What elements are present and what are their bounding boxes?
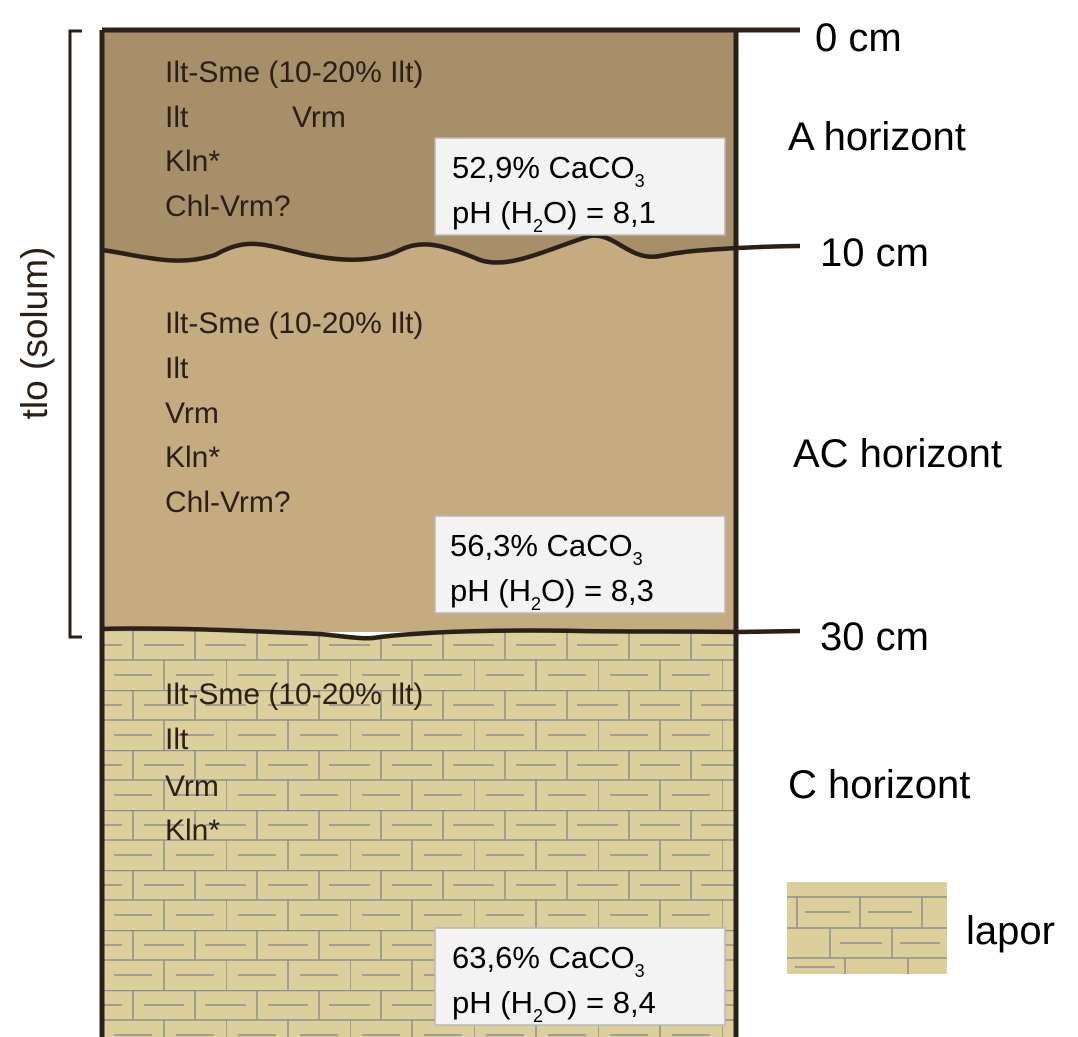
- boundary-30cm: [101, 626, 801, 641]
- mineral-c-1: Ilt-Sme (10-20% Ilt): [165, 678, 423, 711]
- caco3-a: 52,9% CaCO: [452, 150, 635, 185]
- chem-box-c: 63,6% CaCO3 pH (H2O) = 8,4: [434, 927, 726, 1026]
- ph-a-value: O) = 8,1: [543, 195, 656, 230]
- ph-ac-prefix: pH (H: [450, 573, 531, 608]
- mineral-ac-5: Chl-Vrm?: [165, 486, 291, 519]
- boundary-10cm: [101, 233, 801, 265]
- svg-text:63,6% CaCO3: 63,6% CaCO3: [452, 940, 645, 981]
- mineral-a-5: Chl-Vrm?: [165, 190, 291, 223]
- mineral-ac-2: Ilt: [165, 352, 189, 385]
- chem-box-ac: 56,3% CaCO3 pH (H2O) = 8,3: [434, 515, 726, 614]
- horizon-name-c: C horizont: [788, 763, 970, 807]
- ph-a-prefix: pH (H: [452, 195, 533, 230]
- subscript-3-a: 3: [635, 171, 645, 191]
- legend-label: lapor: [966, 909, 1055, 953]
- subscript-2-a: 2: [533, 216, 543, 236]
- subscript-3-c: 3: [635, 961, 645, 981]
- horizon-name-ac: AC horizont: [793, 432, 1002, 476]
- mineral-a-1: Ilt-Sme (10-20% Ilt): [165, 56, 423, 89]
- mineral-a-4: Kln*: [165, 145, 220, 178]
- mineral-ac-3: Vrm: [165, 397, 219, 430]
- mineral-c-3: Vrm: [165, 770, 219, 803]
- subscript-2-c: 2: [533, 1006, 543, 1026]
- svg-text:56,3% CaCO3: 56,3% CaCO3: [450, 528, 643, 569]
- svg-text:52,9% CaCO3: 52,9% CaCO3: [452, 150, 645, 191]
- ph-ac-value: O) = 8,3: [541, 573, 654, 608]
- horizon-name-a: A horizont: [788, 115, 966, 159]
- ph-c-prefix: pH (H: [452, 985, 533, 1020]
- mineral-a-2: Ilt: [165, 101, 189, 134]
- chem-box-a: 52,9% CaCO3 pH (H2O) = 8,1: [434, 137, 726, 236]
- subscript-2-ac: 2: [531, 594, 541, 614]
- legend: lapor: [787, 882, 1055, 974]
- legend-swatch: [787, 882, 947, 974]
- mineral-c-2: Ilt: [165, 723, 189, 756]
- svg-text:pH (H2O) = 8,3: pH (H2O) = 8,3: [450, 573, 654, 614]
- mineral-c-4: Kln*: [165, 814, 220, 847]
- svg-text:pH (H2O) = 8,4: pH (H2O) = 8,4: [452, 985, 656, 1026]
- depth-label-30: 30 cm: [820, 615, 929, 659]
- ph-c-value: O) = 8,4: [543, 985, 656, 1020]
- mineral-ac-1: Ilt-Sme (10-20% Ilt): [165, 307, 423, 340]
- caco3-c: 63,6% CaCO: [452, 940, 635, 975]
- depth-label-10: 10 cm: [820, 231, 929, 275]
- solum-bracket: [68, 29, 82, 639]
- solum-label: tlo (solum): [14, 247, 55, 420]
- subscript-3-ac: 3: [633, 549, 643, 569]
- mineral-ac-4: Kln*: [165, 441, 220, 474]
- depth-label-0: 0 cm: [815, 16, 902, 60]
- mineral-a-3: Vrm: [292, 101, 346, 134]
- svg-text:pH (H2O) = 8,1: pH (H2O) = 8,1: [452, 195, 656, 236]
- caco3-ac: 56,3% CaCO: [450, 528, 633, 563]
